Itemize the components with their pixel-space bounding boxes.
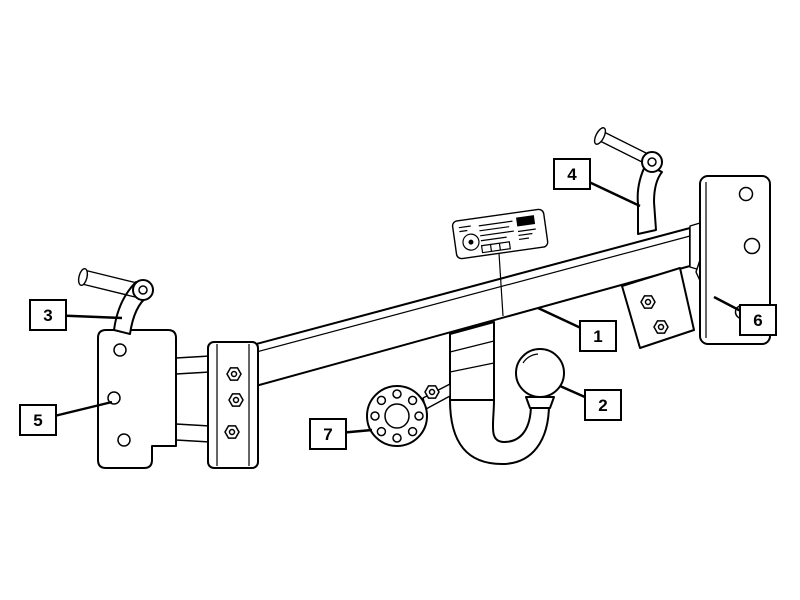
socket-hole bbox=[392, 433, 402, 443]
callout-5-number: 5 bbox=[33, 411, 42, 430]
callout-3-box bbox=[29, 299, 67, 331]
sticker-text-line bbox=[480, 236, 507, 242]
swan-neck-towball bbox=[449, 321, 565, 465]
sticker-table-divider bbox=[489, 244, 493, 252]
left-pin-end-cap bbox=[77, 267, 89, 287]
sticker-seal-icon bbox=[462, 233, 480, 251]
towball-highlight bbox=[522, 353, 539, 364]
callout-2-box bbox=[584, 389, 622, 421]
callout-1: 1 bbox=[537, 306, 617, 352]
callout-5-box bbox=[19, 404, 57, 436]
callout-4-number: 4 bbox=[567, 165, 577, 184]
right-upper-bracket bbox=[593, 127, 663, 235]
callout-3: 3 bbox=[29, 299, 123, 331]
swan-neck-curve bbox=[449, 399, 550, 465]
socket-hole bbox=[376, 426, 387, 437]
socket-plate-center-hole bbox=[384, 403, 410, 429]
callout-1-number: 1 bbox=[593, 327, 602, 346]
plate-hole bbox=[113, 343, 127, 357]
housing-band-1 bbox=[449, 340, 495, 353]
sticker-text-line bbox=[518, 237, 530, 241]
bridge-strap-upper bbox=[175, 355, 211, 375]
channel-bolt-center bbox=[228, 428, 236, 436]
callout-1-box bbox=[579, 320, 617, 352]
right-pin-bottom bbox=[597, 139, 647, 165]
left-mounting-plate bbox=[97, 329, 259, 469]
callout-2-number: 2 bbox=[598, 396, 607, 415]
sticker-text-line bbox=[458, 225, 471, 229]
callout-3-number: 3 bbox=[43, 306, 52, 325]
sticker-text-line bbox=[479, 226, 510, 232]
socket-mounting-plate bbox=[366, 383, 451, 447]
sticker-barcode-block bbox=[516, 215, 536, 227]
right-bracket-strap bbox=[636, 163, 663, 235]
callout-6: 6 bbox=[713, 295, 777, 336]
neck-housing bbox=[449, 321, 495, 401]
left-pin-bottom bbox=[81, 283, 136, 298]
callout-5: 5 bbox=[19, 400, 113, 436]
callout-7-box bbox=[309, 418, 347, 450]
lower-bolt-bracket bbox=[621, 267, 695, 349]
bridge-strap-lower bbox=[175, 423, 211, 443]
socket-hole bbox=[407, 426, 418, 437]
towball-sphere bbox=[515, 348, 565, 398]
plate-hole bbox=[743, 237, 761, 255]
socket-hole bbox=[414, 411, 424, 421]
sticker-text-line bbox=[517, 228, 536, 233]
callout-7: 7 bbox=[309, 418, 373, 450]
sticker-table bbox=[480, 241, 511, 254]
callout-4-box bbox=[553, 158, 591, 190]
right-pin-end-cap bbox=[593, 127, 607, 145]
sticker-text-line bbox=[518, 232, 533, 237]
sticker-text-line bbox=[478, 220, 513, 227]
left-upper-bracket bbox=[77, 267, 154, 335]
right-pin-boss-hole bbox=[647, 157, 657, 167]
socket-hole bbox=[407, 395, 418, 406]
crossbar-top-edge bbox=[233, 235, 691, 359]
channel-bolt-center bbox=[232, 396, 240, 404]
sticker-text-line bbox=[459, 229, 468, 233]
right-mounting-plate bbox=[621, 175, 771, 349]
plate-hole bbox=[107, 391, 121, 405]
bracket-bolt-center bbox=[428, 388, 436, 396]
sticker-seal-dot bbox=[468, 239, 474, 245]
socket-hole bbox=[392, 389, 402, 399]
sticker-leader-line bbox=[498, 252, 504, 317]
channel-bolt-center bbox=[230, 370, 238, 378]
plate-hole bbox=[738, 186, 754, 202]
left-side-plate bbox=[97, 329, 177, 469]
callout-7-number: 7 bbox=[323, 425, 332, 444]
bracket-bolt-center bbox=[657, 323, 665, 331]
right-pin-top bbox=[601, 130, 651, 156]
right-side-plate bbox=[699, 175, 771, 345]
left-pin-boss-hole bbox=[138, 285, 148, 295]
callout-4: 4 bbox=[553, 158, 641, 208]
callout-6-number: 6 bbox=[753, 311, 762, 330]
callout-6-box bbox=[739, 304, 777, 336]
ball-collar bbox=[525, 396, 555, 409]
housing-band-2 bbox=[449, 362, 495, 373]
bracket-bolt-center bbox=[644, 298, 652, 306]
sticker-table-divider bbox=[498, 243, 501, 251]
socket-hole bbox=[370, 411, 380, 421]
plate-hole bbox=[117, 433, 131, 447]
sticker-text-line bbox=[480, 230, 514, 237]
socket-hole bbox=[376, 395, 387, 406]
left-pin-top bbox=[83, 269, 138, 284]
callouts: 1 2 3 4 5 6 7 bbox=[19, 158, 777, 450]
type-label-sticker bbox=[451, 208, 549, 260]
callout-2: 2 bbox=[559, 384, 622, 421]
